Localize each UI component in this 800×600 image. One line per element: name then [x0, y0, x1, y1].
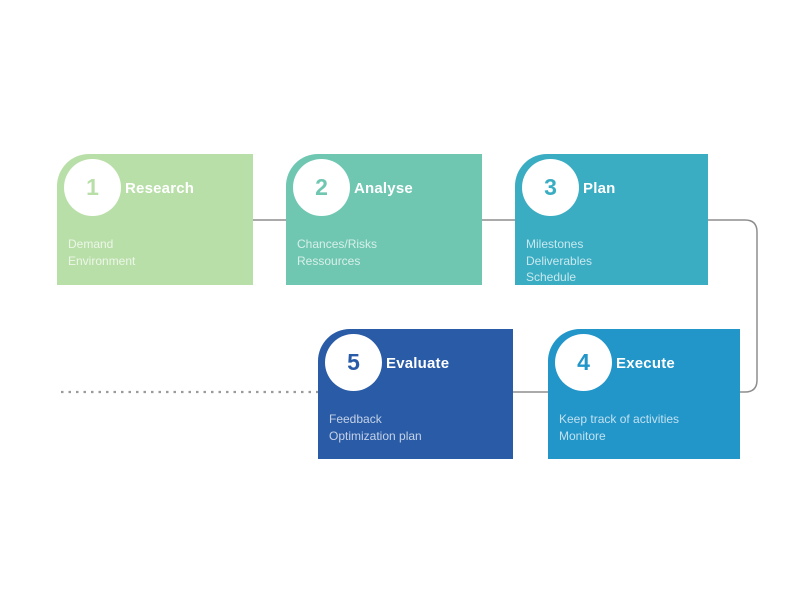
- step-number-badge: 3: [522, 159, 579, 216]
- step-card-research: 1 Research Demand Environment: [57, 154, 253, 285]
- detail-line: Environment: [68, 253, 136, 268]
- connector-plan-execute: [708, 219, 758, 393]
- step-number-badge: 2: [293, 159, 350, 216]
- step-card-analyse: 2 Analyse Chances/Risks Ressources: [286, 154, 482, 285]
- detail-line: Keep track of activities: [559, 412, 680, 426]
- step-number-badge: 5: [325, 334, 382, 391]
- detail-line: Milestones: [526, 237, 584, 251]
- step-number-badge: 4: [555, 334, 612, 391]
- step-number-badge: 1: [64, 159, 121, 216]
- detail-line: Monitore: [559, 428, 606, 443]
- step-details: Feedback Optimization plan: [329, 411, 505, 444]
- detail-line: Schedule: [526, 270, 577, 284]
- detail-line: Ressources: [297, 253, 361, 268]
- step-details: Milestones Deliverables Schedule: [526, 236, 700, 286]
- step-title: Execute: [616, 354, 675, 372]
- step-number: 5: [347, 349, 360, 375]
- step-number: 2: [315, 174, 328, 200]
- step-number: 3: [544, 174, 557, 200]
- detail-line: Demand: [68, 237, 114, 251]
- detail-line: Feedback: [329, 412, 382, 426]
- step-title: Evaluate: [386, 354, 450, 372]
- step-details: Demand Environment: [68, 236, 245, 269]
- step-title: Analyse: [354, 179, 413, 197]
- detail-line: Optimization plan: [329, 428, 422, 443]
- detail-line: Deliverables: [526, 253, 593, 268]
- step-card-execute: 4 Execute Keep track of activities Monit…: [548, 329, 740, 459]
- step-card-plan: 3 Plan Milestones Deliverables Schedule: [515, 154, 708, 285]
- detail-line: Chances/Risks: [297, 237, 378, 251]
- step-card-evaluate: 5 Evaluate Feedback Optimization plan: [318, 329, 513, 459]
- step-title: Plan: [583, 179, 616, 197]
- step-title: Research: [125, 179, 195, 197]
- step-number: 1: [86, 174, 99, 200]
- step-number: 4: [577, 349, 590, 375]
- step-details: Chances/Risks Ressources: [297, 236, 474, 269]
- step-details: Keep track of activities Monitore: [559, 411, 732, 444]
